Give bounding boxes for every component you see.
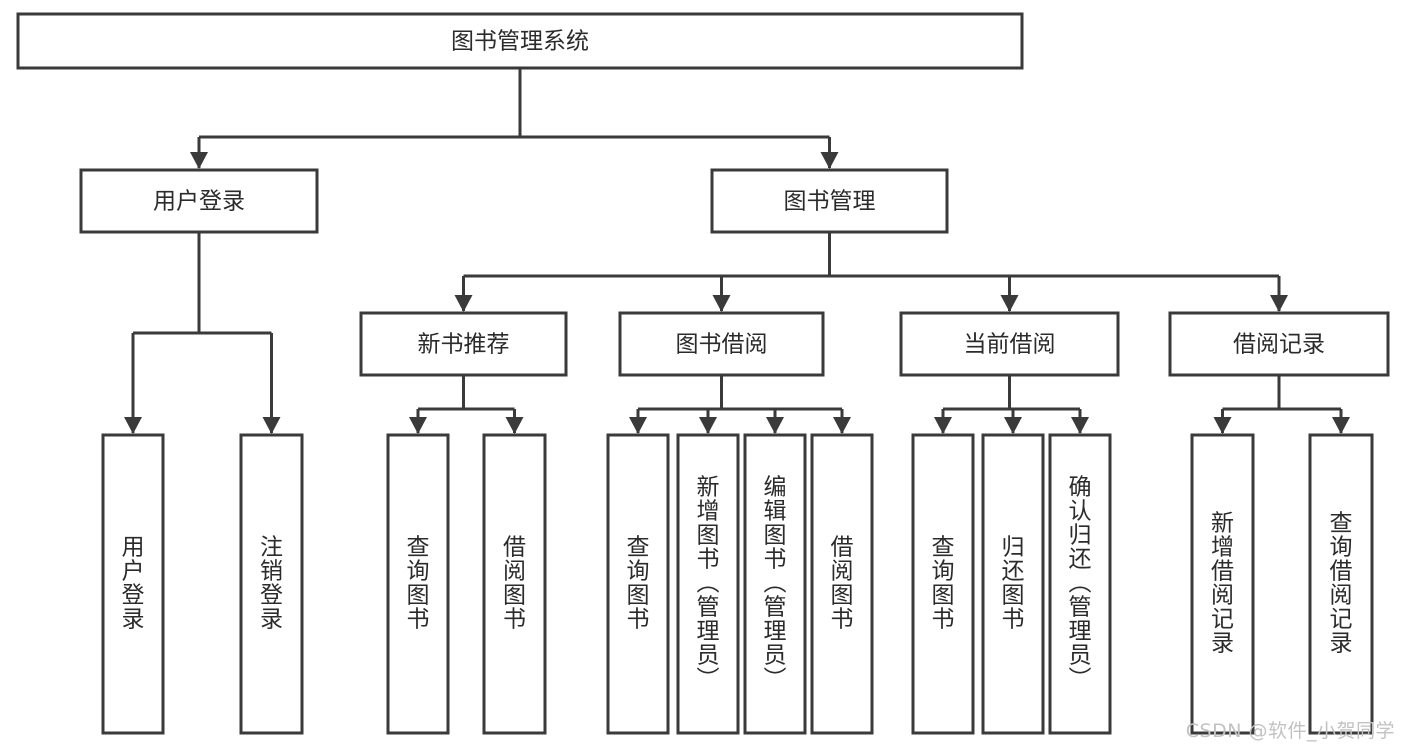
node-leaf-edit-book[interactable]: 编辑图书︵管理员︶ (743, 433, 807, 735)
node-leaf-query-book-borrow-box[interactable] (606, 433, 670, 735)
node-leaf-query-book-rec-label: 查询图书 (407, 535, 430, 633)
node-borrow-record[interactable]: 借阅记录 (1168, 311, 1390, 377)
arrow-head-icon (1000, 295, 1019, 312)
node-leaf-return-book-box[interactable] (981, 433, 1045, 735)
node-leaf-add-record-box[interactable] (1190, 433, 1255, 735)
node-leaf-confirm-return[interactable]: 确认归还︵管理员︶ (1048, 433, 1112, 735)
node-leaf-add-book[interactable]: 新增图书︵管理员︶ (676, 433, 740, 735)
node-leaf-logout-box[interactable] (239, 433, 304, 735)
arrow-head-icon (833, 417, 851, 434)
node-root-box[interactable] (16, 12, 1024, 70)
node-leaf-return-book[interactable]: 归还图书 (981, 433, 1045, 735)
node-leaf-query-record[interactable]: 查询借阅记录 (1308, 433, 1374, 735)
node-leaf-borrow-book-rec-label: 借阅图书 (503, 535, 526, 633)
arrow-head-icon (124, 417, 142, 434)
node-book-borrow-box[interactable] (618, 311, 825, 377)
node-leaf-confirm-return-label: 确认归还︵管理员︶ (1069, 475, 1092, 693)
node-leaf-add-book-box[interactable] (676, 433, 740, 735)
arrow-head-icon (1071, 417, 1089, 434)
arrow-head-icon (1270, 295, 1288, 312)
node-user-login-label: 用户登录 (153, 189, 245, 215)
node-new-book-rec-label: 新书推荐 (418, 332, 510, 358)
node-leaf-query-book-cur-label: 查询图书 (932, 535, 955, 633)
arrow-head-icon (1213, 417, 1232, 434)
node-leaf-query-book-cur-box[interactable] (911, 433, 975, 735)
node-current-borrow-box[interactable] (899, 311, 1120, 377)
node-leaf-user-login-box[interactable] (101, 433, 165, 735)
node-borrow-record-box[interactable] (1168, 311, 1390, 377)
node-leaf-query-record-box[interactable] (1308, 433, 1374, 735)
node-leaf-user-login-label: 用户登录 (122, 535, 145, 633)
node-new-book-rec-box[interactable] (359, 311, 568, 377)
arrow-head-icon (629, 417, 647, 434)
node-leaf-query-record-label: 查询借阅记录 (1330, 511, 1353, 657)
node-leaf-borrow-book-rec[interactable]: 借阅图书 (482, 433, 547, 735)
node-leaf-borrow-book-box[interactable] (810, 433, 874, 735)
node-current-borrow-label: 当前借阅 (964, 332, 1056, 358)
nodes-layer: 图书管理系统用户登录图书管理新书推荐图书借阅当前借阅借阅记录用户登录注销登录查询… (16, 12, 1390, 735)
node-leaf-edit-book-label: 编辑图书︵管理员︶ (764, 475, 787, 693)
node-book-borrow-label: 图书借阅 (676, 332, 768, 358)
arrow-head-icon (505, 417, 524, 434)
node-leaf-add-book-label: 新增图书︵管理员︶ (697, 475, 720, 693)
arrow-head-icon (712, 295, 731, 312)
node-leaf-query-book-borrow-label: 查询图书 (627, 535, 650, 633)
node-root-label: 图书管理系统 (451, 29, 589, 55)
node-leaf-add-record-label: 新增借阅记录 (1211, 511, 1234, 657)
node-leaf-edit-book-box[interactable] (743, 433, 807, 735)
node-user-login-box[interactable] (79, 168, 319, 234)
node-current-borrow[interactable]: 当前借阅 (899, 311, 1120, 377)
arrow-head-icon (766, 417, 784, 434)
node-leaf-query-book-rec-box[interactable] (386, 433, 450, 735)
arrow-head-icon (409, 417, 427, 434)
node-leaf-query-book-borrow[interactable]: 查询图书 (606, 433, 670, 735)
arrow-head-icon (699, 417, 717, 434)
node-leaf-borrow-book-label: 借阅图书 (831, 535, 854, 633)
node-root[interactable]: 图书管理系统 (16, 12, 1024, 70)
node-book-borrow[interactable]: 图书借阅 (618, 311, 825, 377)
node-leaf-borrow-book[interactable]: 借阅图书 (810, 433, 874, 735)
node-book-manage[interactable]: 图书管理 (710, 168, 949, 234)
node-leaf-logout[interactable]: 注销登录 (239, 433, 304, 735)
node-leaf-query-book-rec[interactable]: 查询图书 (386, 433, 450, 735)
node-leaf-add-record[interactable]: 新增借阅记录 (1190, 433, 1255, 735)
arrow-head-icon (454, 295, 473, 312)
node-book-manage-box[interactable] (710, 168, 949, 234)
arrow-head-icon (262, 417, 281, 434)
node-leaf-confirm-return-box[interactable] (1048, 433, 1112, 735)
arrow-head-icon (934, 417, 952, 434)
connectors-layer (124, 68, 1350, 434)
arrow-head-icon (1004, 417, 1022, 434)
arrow-head-icon (190, 152, 208, 169)
node-leaf-logout-label: 注销登录 (260, 535, 283, 633)
node-borrow-record-label: 借阅记录 (1233, 332, 1325, 358)
node-leaf-return-book-label: 归还图书 (1002, 535, 1025, 633)
node-leaf-query-book-cur[interactable]: 查询图书 (911, 433, 975, 735)
node-user-login[interactable]: 用户登录 (79, 168, 319, 234)
node-leaf-user-login[interactable]: 用户登录 (101, 433, 165, 735)
arrow-head-icon (820, 152, 839, 169)
arrow-head-icon (1332, 417, 1350, 434)
node-new-book-rec[interactable]: 新书推荐 (359, 311, 568, 377)
node-book-manage-label: 图书管理 (784, 189, 876, 215)
node-leaf-borrow-book-rec-box[interactable] (482, 433, 547, 735)
